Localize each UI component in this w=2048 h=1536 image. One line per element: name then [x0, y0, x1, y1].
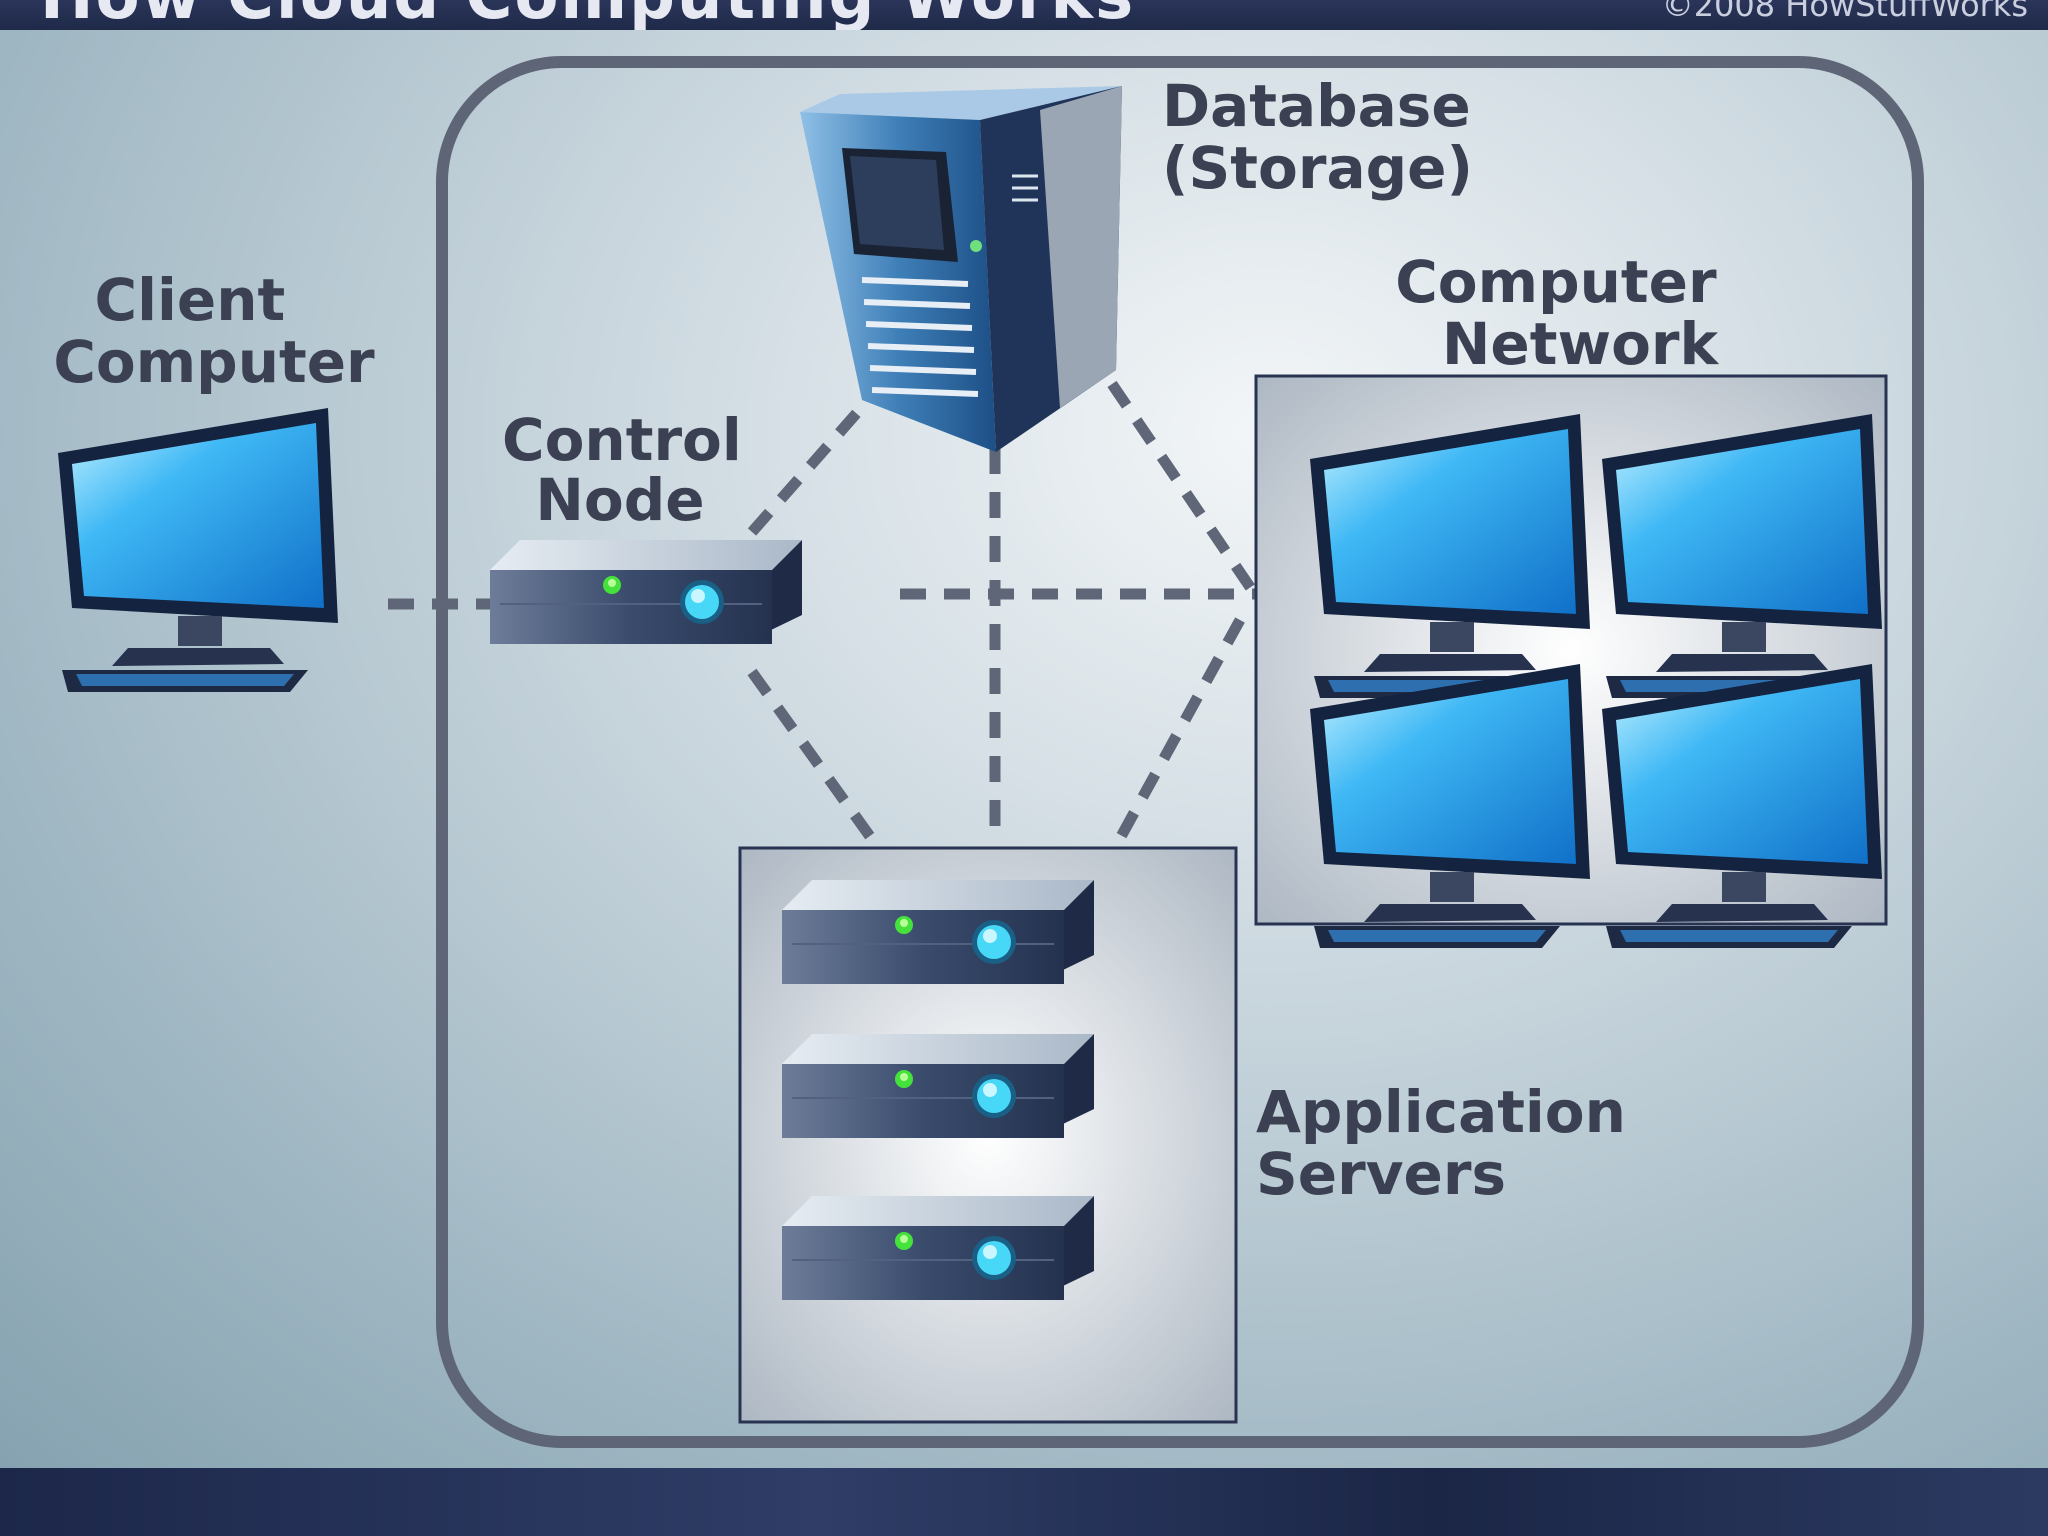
database-to-network-line — [1107, 380, 1257, 594]
footer-bar — [0, 1468, 2048, 1536]
application-servers-label: Application Servers — [1256, 1078, 1646, 1208]
computer-network-label: Computer Network — [1395, 248, 1737, 378]
control-node-icon — [489, 539, 803, 645]
control-to-database-line — [747, 394, 875, 536]
control-to-app-line — [747, 668, 879, 846]
header-title: How Cloud Computing Works — [40, 0, 1135, 34]
client-computer-label: Client Computer — [53, 266, 375, 396]
cloud-boundary — [436, 56, 1924, 1448]
copyright-credit: ©2008 HowStuffWorks — [1661, 0, 2028, 24]
network-to-app-line — [1113, 617, 1245, 845]
connector-lines — [388, 380, 1257, 846]
app-server-icon — [781, 1033, 1095, 1139]
database-storage-label: Database (Storage) — [1162, 72, 1491, 202]
app-server-icon — [781, 879, 1095, 985]
database-tower-icon — [800, 86, 1122, 452]
header-bar: How Cloud Computing Works ©2008 HowStuff… — [0, 0, 2048, 34]
app-server-icon — [781, 1195, 1095, 1301]
client-monitor-icon — [58, 408, 338, 692]
control-node-label: Control Node — [502, 406, 762, 534]
